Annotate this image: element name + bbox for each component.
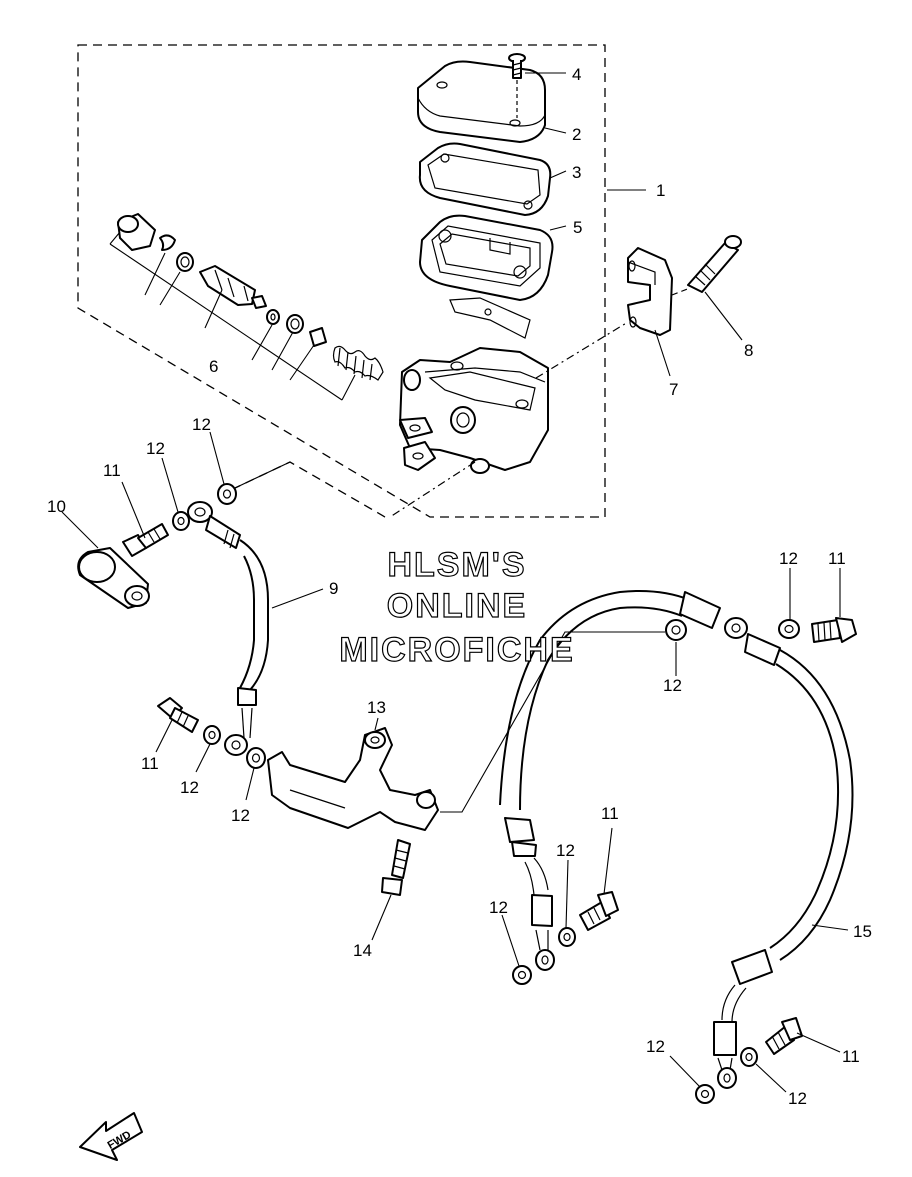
callouts: 1 2 3 4 5 6 7 8 9 10 11 12 12 11 12 12 1… xyxy=(47,65,872,1108)
brake-hose-3[interactable] xyxy=(713,633,854,1089)
brake-hose-2[interactable] xyxy=(499,590,748,971)
diaphragm[interactable] xyxy=(419,214,554,301)
brake-switch-cover[interactable] xyxy=(77,547,150,609)
callout-12-b: 12 xyxy=(192,415,211,434)
washer-4[interactable] xyxy=(246,747,266,769)
watermark-line-2: ONLINE xyxy=(387,587,527,625)
callout-14: 14 xyxy=(353,941,372,960)
piston-kit[interactable] xyxy=(117,213,384,381)
handlebar-holder[interactable] xyxy=(535,247,673,379)
leader-lines xyxy=(61,72,849,1093)
washer-2[interactable] xyxy=(217,483,237,505)
callout-1: 1 xyxy=(656,181,665,200)
union-bolt-5[interactable] xyxy=(765,1017,803,1055)
callout-13: 13 xyxy=(367,698,386,717)
callout-10: 10 xyxy=(47,497,66,516)
reservoir-cap[interactable] xyxy=(417,60,546,143)
callout-11-d: 11 xyxy=(601,804,619,823)
callout-4: 4 xyxy=(572,65,581,84)
piston-kit-leaders xyxy=(109,231,356,401)
callout-12-c: 12 xyxy=(180,778,199,797)
brake-hose-1[interactable] xyxy=(187,501,269,756)
washer-9[interactable] xyxy=(740,1047,758,1067)
callout-5: 5 xyxy=(573,218,582,237)
callout-9: 9 xyxy=(329,579,338,598)
union-bolt-2[interactable] xyxy=(157,697,199,733)
union-bolt-3[interactable] xyxy=(811,617,857,643)
watermark: HLSM'S ONLINE MICROFICHE xyxy=(339,545,574,669)
callout-12-g: 12 xyxy=(556,841,575,860)
callout-11-b: 11 xyxy=(141,754,159,773)
callout-11-c: 11 xyxy=(828,549,846,568)
callout-6: 6 xyxy=(209,357,218,376)
callout-12-h: 12 xyxy=(489,898,508,917)
watermark-line-1: HLSM'S xyxy=(387,546,526,584)
callout-7: 7 xyxy=(669,380,678,399)
callout-12-i: 12 xyxy=(646,1037,665,1056)
callout-12-a: 12 xyxy=(146,439,165,458)
joint-bolt[interactable] xyxy=(381,839,411,896)
washer-1[interactable] xyxy=(172,511,190,531)
watermark-line-3: MICROFICHE xyxy=(339,631,574,669)
union-bolt-1[interactable] xyxy=(122,523,169,557)
callout-8: 8 xyxy=(744,341,753,360)
fwd-arrow-icon: FWD xyxy=(79,1112,143,1161)
callout-11-e: 11 xyxy=(842,1047,860,1066)
washer-5[interactable] xyxy=(778,619,800,639)
holder-bolt[interactable] xyxy=(671,235,742,296)
washer-7[interactable] xyxy=(558,927,576,947)
callout-12-e: 12 xyxy=(663,676,682,695)
callout-11-a: 11 xyxy=(103,461,121,480)
callout-12-f: 12 xyxy=(779,549,798,568)
washer-3[interactable] xyxy=(203,725,221,745)
cap-screw[interactable] xyxy=(508,53,526,118)
diaphragm-plate[interactable] xyxy=(418,142,552,216)
master-cylinder-body[interactable] xyxy=(399,347,549,474)
callout-2: 2 xyxy=(572,125,581,144)
routing-lines xyxy=(234,461,665,813)
washer-10[interactable] xyxy=(695,1084,715,1104)
washer-8[interactable] xyxy=(512,965,532,985)
gasket-strip xyxy=(449,297,531,339)
callout-12-d: 12 xyxy=(231,806,250,825)
hose-joint[interactable] xyxy=(267,727,439,831)
callout-12-j: 12 xyxy=(788,1089,807,1108)
washer-6[interactable] xyxy=(665,619,687,641)
union-bolt-4[interactable] xyxy=(579,891,619,931)
callout-15: 15 xyxy=(853,922,872,941)
callout-3: 3 xyxy=(572,163,581,182)
